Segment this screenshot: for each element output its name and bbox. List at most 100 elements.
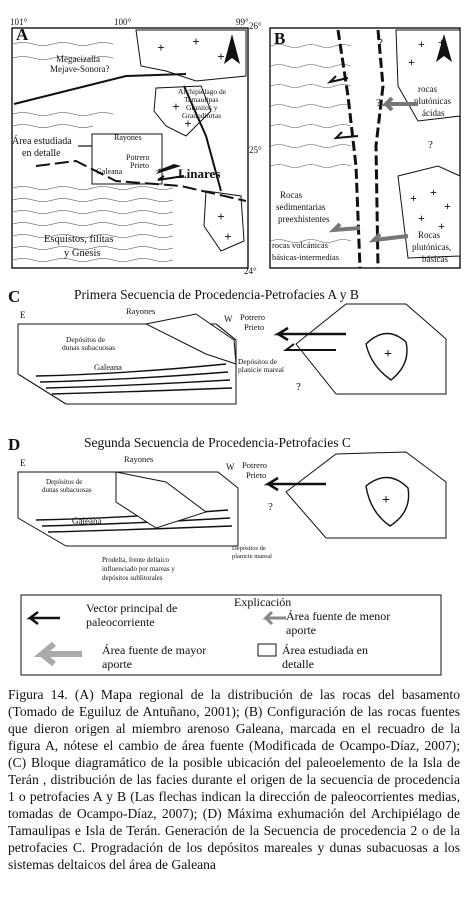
svg-text:rocas volcánicas: rocas volcánicas [272,240,328,250]
label-linares: Linares [178,166,220,181]
svg-text:+: + [172,99,179,114]
legend-menor-2: aporte [286,623,316,637]
vector-arrow-icon [26,611,60,625]
lat-label-25: 25° [249,145,262,155]
minor-source-arrow-icon [262,610,286,626]
svg-text:+: + [430,185,437,199]
svg-text:básicas: básicas [422,254,448,264]
fault-lines [13,73,247,202]
svg-text:+: + [444,199,451,213]
panel-a-map: 101° 100° 99° 26° 25° 24° +++ ++ ++ A [10,17,262,276]
basic-plutonic-block [397,165,461,259]
label-prieto-c: Prieto [244,322,264,332]
svg-text:+: + [217,209,224,224]
svg-text:rocas: rocas [418,84,437,94]
svg-text:ácidas: ácidas [422,108,445,118]
label-rayones-d: Rayones [124,454,153,464]
svg-text:+: + [157,40,164,55]
schist-pattern-b [270,44,352,243]
lat-label-26: 26° [249,21,262,31]
panel-d-title: Segunda Secuencia de Procedencia-Petrofa… [84,435,351,450]
legend-mayor-2: aporte [102,657,132,671]
label-dunas-d-1: Depósitos de [46,478,82,486]
label-galeana: Galeana [96,167,123,176]
label-potrero: Potrero [126,153,150,162]
major-source-arrow-icon [33,641,82,667]
svg-text:+: + [184,116,191,131]
panel-b-letter: B [274,29,285,48]
label-esquistos: Esquistos, filitas y Gnesis [44,234,113,259]
svg-text:?: ? [376,97,381,109]
question-mark-c: ? [296,381,301,393]
panel-c-block-diagram: C Primera Secuencia de Procedencia-Petro… [8,287,447,405]
panel-d-letter: D [8,435,20,454]
lon-label-100: 100° [114,17,132,27]
panel-c-title: Primera Secuencia de Procedencia-Petrofa… [74,287,359,302]
label-area-estudiada: Área estudiada en detalle [12,135,72,159]
svg-text:en detalle: en detalle [22,148,61,159]
acid-crosses: +++ [408,35,445,69]
svg-text:y Gnesis: y Gnesis [64,248,100,259]
north-arrow-icon [436,34,452,62]
legend-estudiada-1: Área estudiada en [282,643,368,657]
svg-text:+: + [224,229,231,244]
svg-text:Rocas: Rocas [280,190,302,200]
svg-text:plutónicas,: plutónicas, [412,242,451,252]
label-potrero-d: Potrero [242,460,267,470]
svg-text:+: + [418,211,425,225]
label-prieto-d: Prieto [246,470,266,480]
label-galeana-c: Galeana [94,362,122,372]
svg-text:Prodelta, frente deltaico: Prodelta, frente deltaico [102,556,170,564]
dune-deposits-c [144,313,237,365]
svg-text:preexhistentes: preexhistentes [278,214,330,224]
label-planicie-d-1: Depósitos de [232,545,266,552]
label-dunas-d-2: dunas subacuosas [42,486,92,494]
isla-teran-c: + [295,303,447,395]
svg-text:Tamaulipas: Tamaulipas [184,95,219,104]
svg-text:depósitos sublitorales: depósitos sublitorales [102,574,163,582]
svg-text:básicas-intermedias: básicas-intermedias [272,252,339,262]
panel-c-east: E [20,310,26,320]
label-potrero-c: Potrero [240,312,265,322]
panel-d-west: W [226,462,235,472]
label-archipielago: Archipiélago de Tamaulipas Granitos y Gr… [178,87,227,120]
source-arrows-b [326,75,418,243]
panel-b-source-areas: +++ +++ ++ B rocas plutónicas ácidas Roc… [269,27,461,269]
svg-text:+: + [217,49,224,64]
svg-text:sedimentarias: sedimentarias [276,202,326,212]
label-rayones-c: Rayones [126,306,155,316]
label-rayones: Rayones [114,133,142,142]
svg-text:?: ? [378,37,383,49]
svg-text:+: + [418,37,425,51]
study-area-box [91,133,163,185]
svg-text:+: + [438,219,445,233]
label-prieto: Prieto [130,161,149,170]
svg-text:Granodiortas: Granodiortas [182,111,221,120]
isla-teran-d: + [285,451,447,539]
lat-label-24: 24° [244,266,257,276]
panel-c-west: W [224,314,233,324]
panel-d-east: E [20,458,26,468]
svg-text:Archipiélago de: Archipiélago de [178,87,227,96]
prodelta-body-d [115,471,208,529]
label-megacizalla: Megacizalla [56,54,100,64]
legend-mayor-1: Área fuente de mayor [102,643,206,657]
label-dunas-c-2: dunas subacuosas [62,343,115,352]
legend-vector-1: Vector principal de [86,601,177,615]
paleocurrent-arrows-c [273,326,346,351]
legend-vector-2: paleocorriente [86,615,155,629]
label-prodelta: Prodelta, frente deltaico influenciado p… [102,556,175,582]
svg-text:Área estudiada: Área estudiada [12,135,72,147]
schist-pattern [12,42,174,262]
svg-text:+: + [408,55,415,69]
panel-c-letter: C [8,287,20,306]
granite-blocks [135,29,247,252]
label-dunas-c-1: Depósitos de [66,335,106,344]
block-c [17,323,237,405]
legend-box: Explicación Vector principal de paleocor… [20,594,442,676]
strata-c [35,363,233,395]
legend-title: Explicación [234,595,291,609]
label-rocas-volcanicas: rocas volcánicas básicas-intermedias [272,240,339,262]
lon-label-99: 99° [236,17,249,27]
legend-frame [20,594,442,676]
